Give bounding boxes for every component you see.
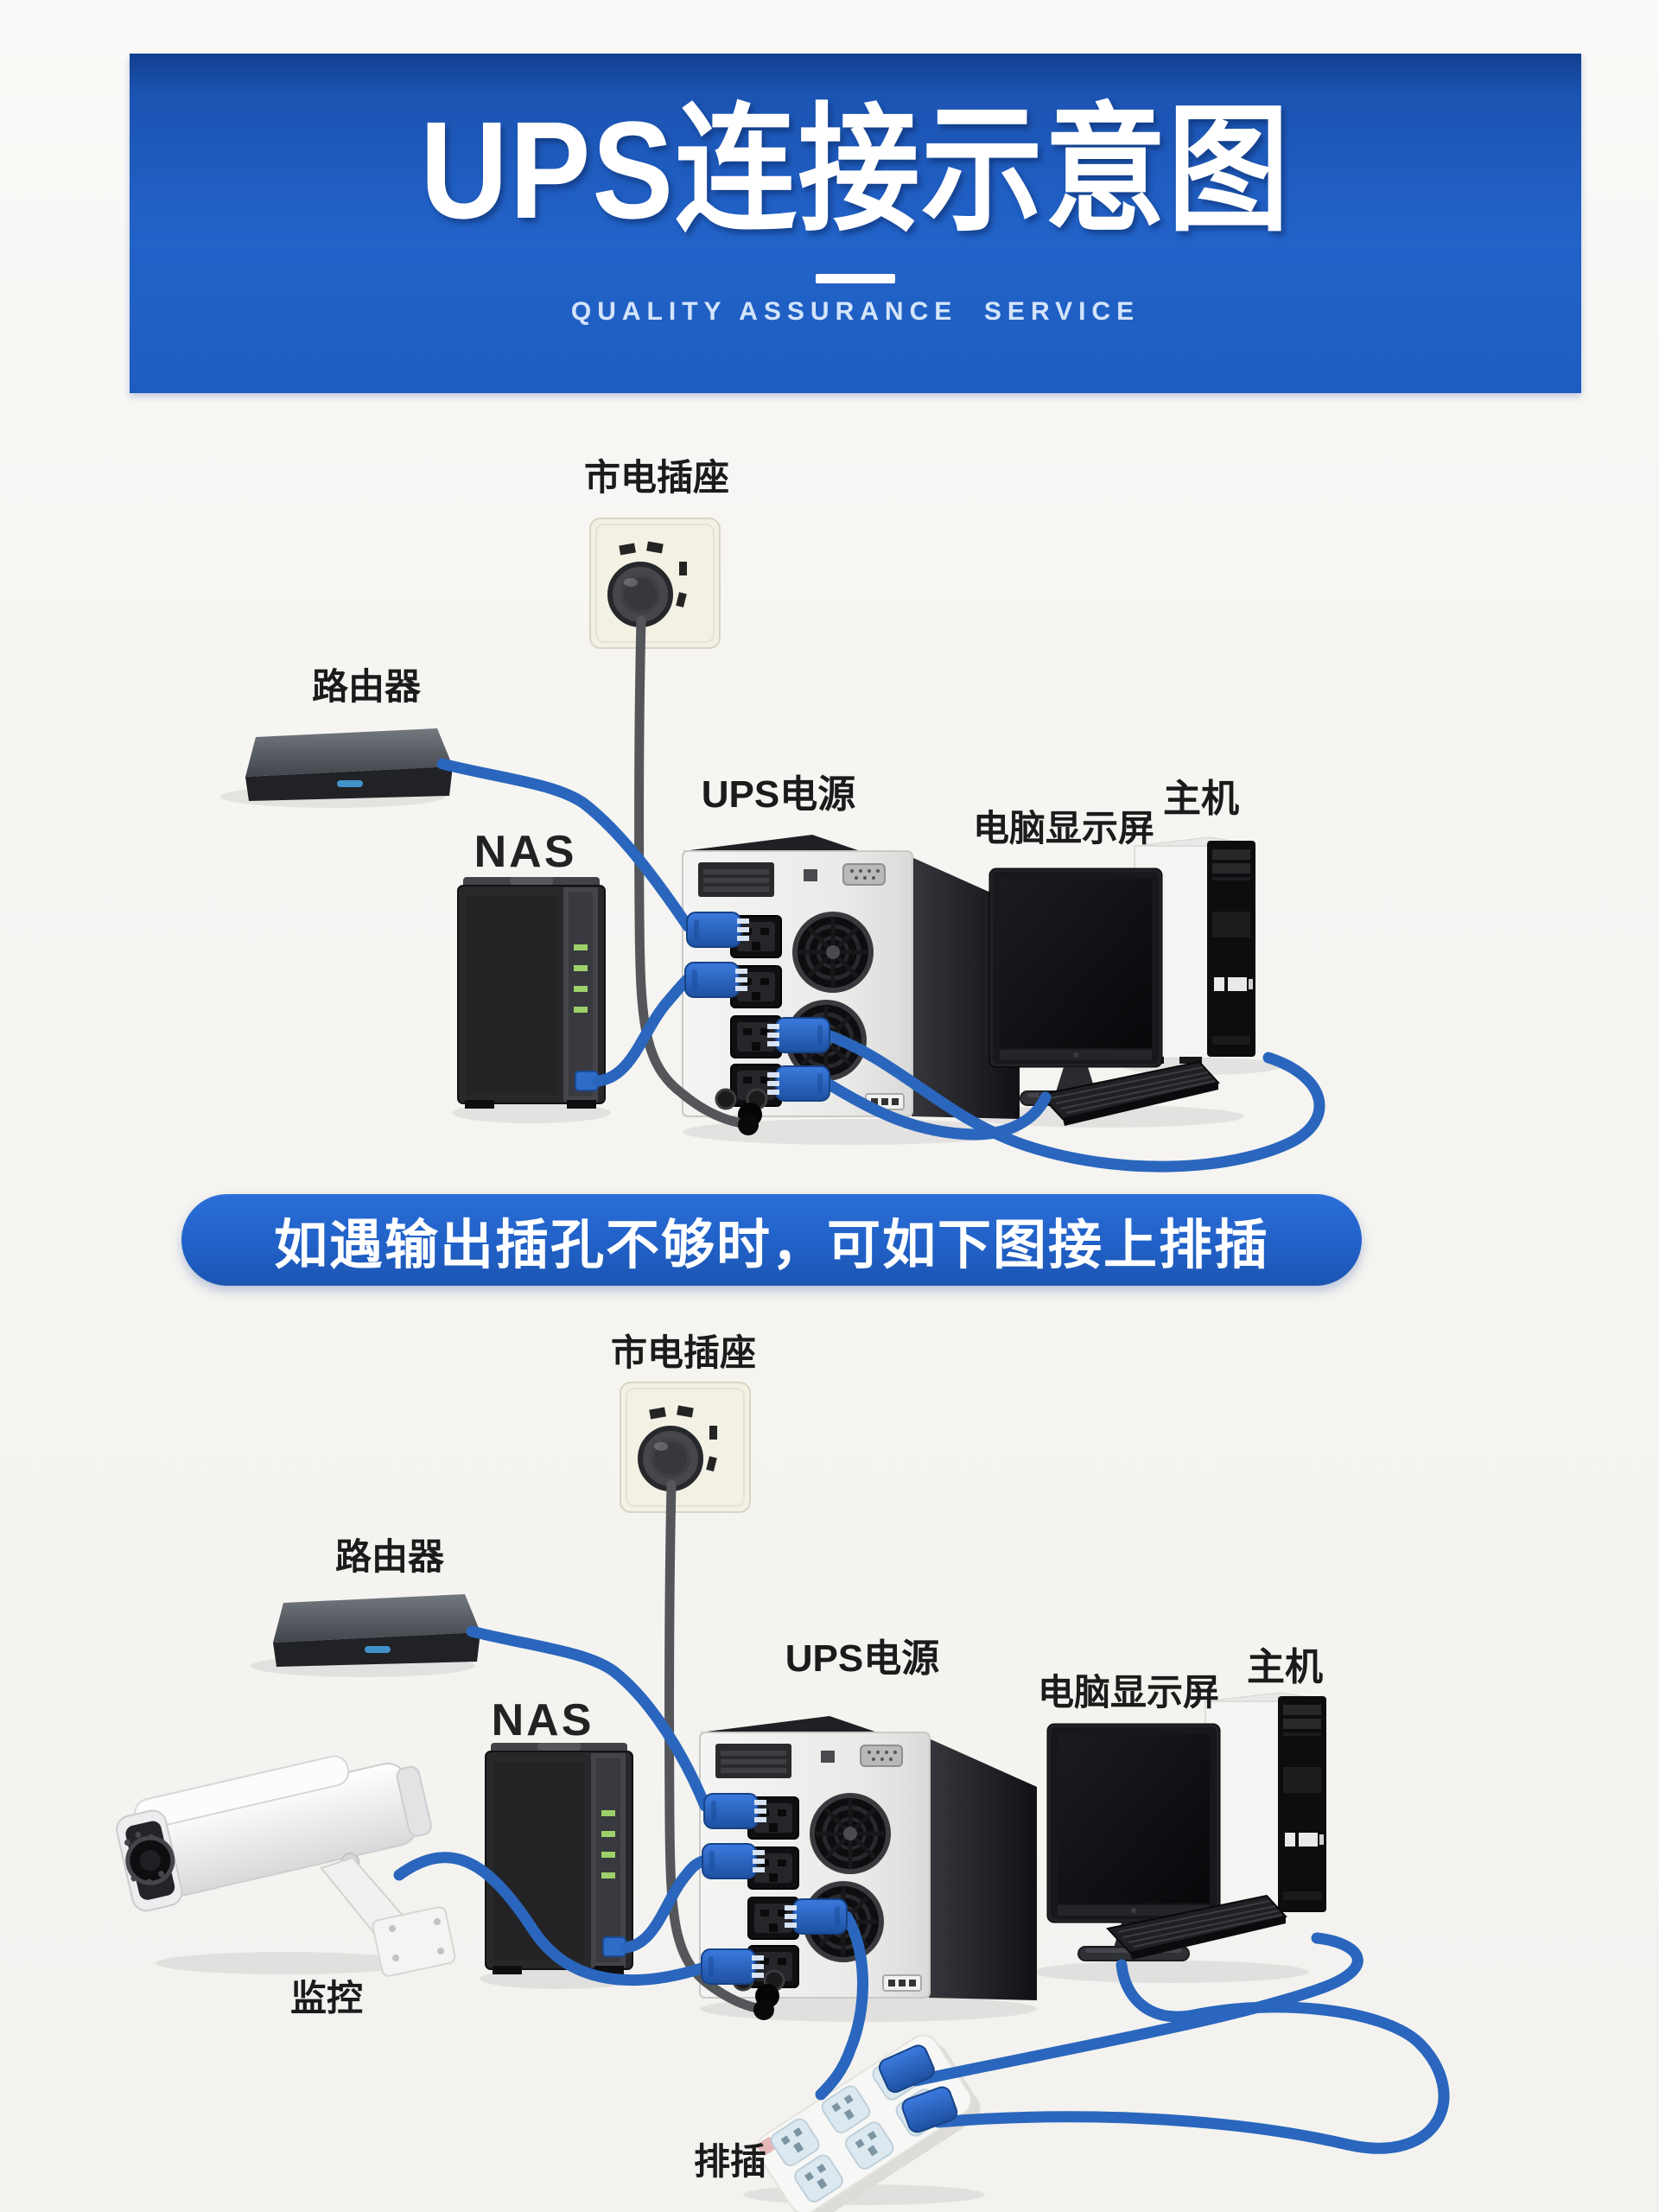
ups-to-host-cable — [822, 1029, 1325, 1173]
label-ups-top: UPS电源 — [701, 773, 856, 816]
label-ups-bottom: UPS电源 — [785, 1637, 940, 1680]
plug-monitor — [766, 1065, 830, 1102]
title-divider — [816, 274, 895, 283]
camera-illustration — [116, 1755, 456, 1977]
camera-to-ups-cable — [393, 1852, 708, 1986]
plug-nas — [702, 1843, 766, 1879]
label-camera-bottom: 监控 — [289, 1978, 364, 2018]
router-illustration — [245, 728, 453, 801]
plug-router — [703, 1793, 767, 1829]
ups-power-inlet-connector — [753, 1999, 774, 2020]
plug-host — [766, 1017, 830, 1053]
header-banner: UPS连接示意图 QUALITY ASSURANCE SERVICE — [130, 54, 1581, 393]
power-cable-group — [634, 615, 747, 1128]
label-nas-bottom: NAS — [491, 1695, 594, 1745]
label-router-top: 路由器 — [311, 666, 422, 707]
notice-text: 如遇输出插孔不够时，可如下图接上排插 — [273, 1216, 1269, 1275]
ups-to-strip-cable — [815, 1910, 868, 2101]
label-nas-top: NAS — [474, 827, 577, 877]
power-cable-group — [664, 1479, 762, 2013]
label-monitor-bottom: 电脑显示屏 — [1037, 1672, 1220, 1713]
label-router-bottom: 路由器 — [334, 1536, 445, 1577]
label-power-strip-bottom: 排插 — [693, 2141, 767, 2182]
label-host-top: 主机 — [1163, 778, 1239, 820]
plug-strip-cord — [784, 1898, 848, 1935]
plug-nas — [684, 962, 748, 998]
router-illustration — [273, 1594, 480, 1667]
ups-to-monitor-cable — [822, 1077, 1052, 1141]
diagram-normal-connection — [220, 393, 1325, 1173]
plug-camera — [701, 1948, 765, 1985]
label-host-bottom: 主机 — [1247, 1646, 1323, 1688]
data-cables-group — [436, 758, 1325, 1173]
label-outlet-top: 市电插座 — [583, 457, 730, 498]
notice-banner: 如遇输出插孔不够时，可如下图接上排插 — [181, 1194, 1362, 1286]
host-tower-illustration — [1205, 1692, 1327, 1920]
page-title: UPS连接示意图 — [420, 92, 1291, 247]
label-monitor-top: 电脑显示屏 — [972, 808, 1155, 849]
wall-outlet-illustration — [620, 1382, 750, 1512]
strip-plug-a — [878, 2044, 935, 2094]
nas-to-ups-cable — [592, 974, 693, 1087]
strip-plug-b — [901, 2086, 958, 2133]
ups-power-inlet-connector — [738, 1115, 759, 1135]
nas-to-ups-cable — [620, 1855, 709, 1954]
router-to-ups-cable — [466, 1625, 711, 1812]
label-outlet-bottom: 市电插座 — [610, 1332, 757, 1373]
router-to-ups-cable — [436, 758, 694, 932]
data-cables-group — [393, 1625, 1450, 2154]
wall-outlet-illustration — [590, 518, 720, 648]
strip-to-monitor-cable — [932, 1959, 1450, 2154]
plug-router — [686, 912, 750, 948]
diagram-power-strip-connection — [116, 1287, 1450, 2212]
header-subtitle: QUALITY ASSURANCE SERVICE — [570, 297, 1141, 326]
